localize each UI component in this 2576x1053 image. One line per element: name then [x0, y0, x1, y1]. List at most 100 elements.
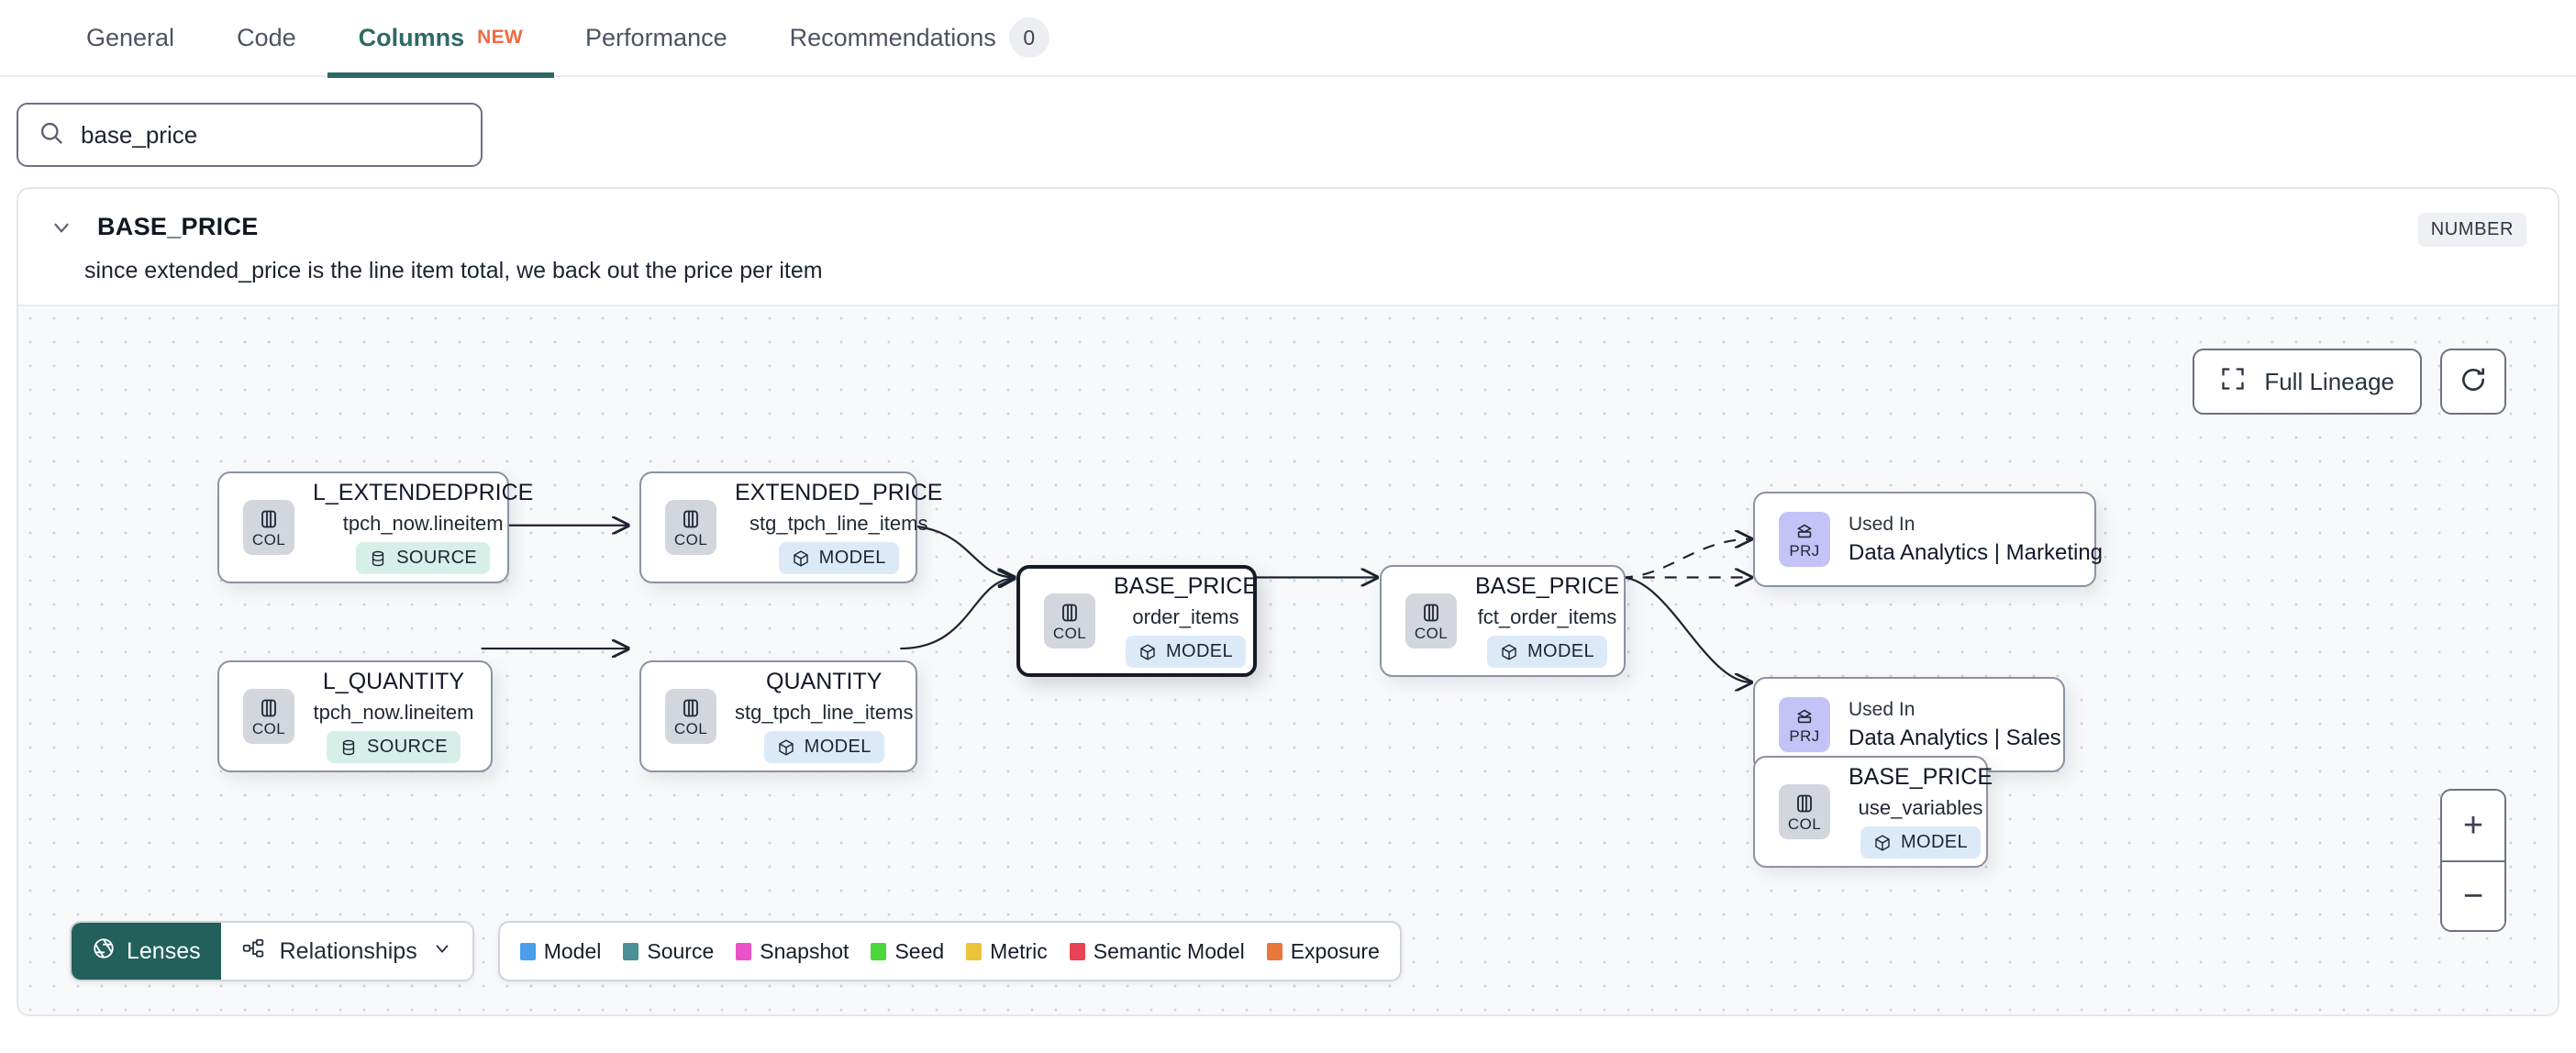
column-detail-card: BASE_PRICE NUMBER since extended_price i… [17, 187, 2559, 1016]
node-badge-label: MODEL [818, 548, 886, 569]
node-badge-label: SOURCE [367, 737, 448, 758]
project-stack-icon [1797, 709, 1812, 723]
legend-label: Exposure [1290, 938, 1380, 963]
legend-item-exposure: Exposure [1266, 938, 1380, 964]
legend-item-seed: Seed [871, 939, 944, 964]
node-title: L_QUANTITY [322, 668, 465, 694]
legend-swatch [623, 942, 639, 960]
prj-icon: PRJ [1779, 697, 1830, 752]
col-icon: COL [1779, 784, 1830, 839]
node-type-badge: MODEL [1125, 636, 1247, 669]
refresh-icon [2459, 365, 2488, 399]
col-icon-label: COL [673, 719, 708, 737]
legend-label: Snapshot [760, 938, 849, 963]
node-badge-label: MODEL [804, 737, 872, 758]
tab-bar: General Code Columns NEW Performance Rec… [0, 0, 2576, 78]
column-type-badge: NUMBER [2417, 213, 2526, 247]
search-input[interactable] [81, 120, 461, 150]
relationships-label: Relationships [279, 937, 417, 964]
legend-item-snapshot: Snapshot [736, 939, 849, 964]
col-icon-label: COL [251, 530, 286, 549]
col-icon-label: COL [251, 719, 286, 737]
node-title: QUANTITY [766, 668, 883, 694]
tab-label: Code [237, 23, 296, 51]
zoom-out-button[interactable]: − [2442, 860, 2504, 930]
node-type-badge: SOURCE [327, 731, 461, 764]
node-type-badge: MODEL [778, 542, 899, 575]
lineage-node-base-price-fct-order-items[interactable]: COL BASE_PRICE fct_order_items MODEL [1380, 565, 1626, 677]
zoom-controls: + − [2440, 789, 2506, 932]
tab-new-badge: NEW [477, 27, 524, 48]
column-description: since extended_price is the line item to… [84, 258, 823, 283]
tab-performance[interactable]: Performance [554, 0, 759, 76]
canvas-top-controls: Full Lineage [2193, 349, 2506, 415]
cube-icon [1502, 644, 1516, 660]
node-title: EXTENDED_PRICE [735, 479, 943, 505]
lineage-canvas[interactable]: COL L_EXTENDEDPRICE tpch_now.lineitem SO… [18, 305, 2558, 1014]
col-icon: COL [1044, 593, 1095, 648]
legend-swatch [1266, 942, 1282, 960]
lineage-node-extended-price[interactable]: COL EXTENDED_PRICE stg_tpch_line_items M… [639, 471, 942, 583]
node-subtitle: stg_tpch_line_items [749, 512, 928, 536]
lineage-node-l-quantity[interactable]: COL L_QUANTITY tpch_now.lineitem SOURCE [217, 660, 493, 772]
cube-icon [793, 550, 808, 567]
lineage-node-l-extendedprice[interactable]: COL L_EXTENDEDPRICE tpch_now.lineitem SO… [217, 471, 533, 583]
cube-icon [1140, 644, 1155, 660]
lineage-node-base-price-order-items[interactable]: COL BASE_PRICE order_items MODEL [1016, 565, 1258, 677]
tab-general[interactable]: General [55, 0, 205, 76]
refresh-button[interactable] [2440, 349, 2506, 415]
zoom-in-button[interactable]: + [2442, 791, 2504, 860]
legend-label: Seed [894, 938, 945, 963]
prj-icon-label: PRJ [1789, 541, 1820, 560]
lenses-label: Lenses [127, 937, 201, 964]
full-lineage-button[interactable]: Full Lineage [2193, 349, 2422, 415]
col-icon-label: COL [1052, 624, 1087, 642]
col-icon: COL [665, 500, 716, 555]
legend-label: Model [543, 938, 602, 963]
recommendations-count-badge: 0 [1008, 17, 1049, 58]
column-header: BASE_PRICE NUMBER since extended_price i… [18, 189, 2558, 305]
lenses-button[interactable]: Lenses [72, 923, 221, 980]
node-subtitle: stg_tpch_line_items [735, 701, 914, 725]
lineage-node-quantity[interactable]: COL QUANTITY stg_tpch_line_items MODEL [639, 660, 917, 772]
relationships-icon [241, 937, 265, 967]
tab-label: Columns [358, 23, 465, 51]
relationships-button[interactable]: Relationships [220, 923, 472, 980]
node-type-legend: Model Source Snapshot Seed Metric [497, 921, 1402, 981]
node-badge-label: MODEL [1900, 832, 1969, 853]
legend-item-source: Source [623, 939, 714, 964]
cube-icon [1875, 835, 1890, 851]
legend-swatch [966, 942, 983, 960]
node-subtitle: use_variables [1858, 796, 1983, 820]
col-icon: COL [243, 500, 294, 555]
legend-item-metric: Metric [966, 939, 1048, 964]
node-subtitle: fct_order_items [1477, 605, 1617, 629]
col-icon: COL [665, 689, 716, 744]
node-type-badge: MODEL [1486, 636, 1608, 669]
legend-label: Source [647, 938, 715, 963]
tab-columns[interactable]: Columns NEW [327, 0, 555, 78]
canvas-bottom-bar: Lenses Relationships [70, 921, 1402, 981]
node-title: BASE_PRICE [1475, 572, 1620, 599]
node-title: L_EXTENDEDPRICE [313, 479, 534, 505]
project-name: Data Analytics | Marketing [1849, 539, 2104, 565]
lenses-relationships-group: Lenses Relationships [70, 921, 474, 981]
database-icon [342, 739, 355, 756]
prj-icon-label: PRJ [1789, 726, 1820, 745]
search-box[interactable] [17, 103, 483, 167]
tab-recommendations[interactable]: Recommendations 0 [759, 0, 1081, 76]
lineage-node-prj-marketing[interactable]: PRJ Used In Data Analytics | Marketing [1753, 492, 2103, 587]
project-stack-icon [1797, 524, 1812, 538]
tab-label: Recommendations [789, 23, 996, 51]
col-icon-label: COL [673, 530, 708, 549]
node-badge-label: MODEL [1165, 641, 1234, 662]
lineage-node-base-price-use-variables[interactable]: COL BASE_PRICE use_variables MODEL [1753, 756, 1993, 868]
node-title: BASE_PRICE [1849, 763, 1993, 790]
used-in-label: Used In [1849, 513, 1915, 535]
chevron-down-icon[interactable] [50, 216, 73, 239]
node-type-badge: MODEL [1860, 826, 1982, 859]
node-type-badge: SOURCE [356, 542, 491, 575]
tab-code[interactable]: Code [205, 0, 328, 76]
node-subtitle: tpch_now.lineitem [313, 701, 474, 725]
page-title: BASE_PRICE [97, 213, 259, 240]
